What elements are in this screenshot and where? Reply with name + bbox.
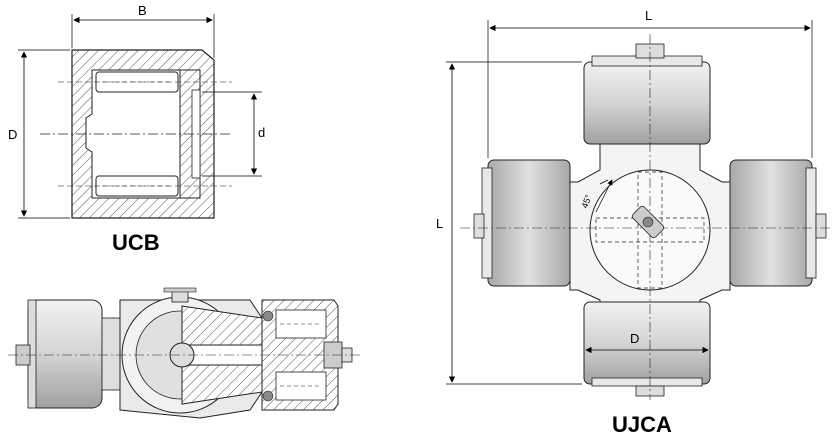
ujca-angle-label: 45° — [580, 193, 594, 210]
ujca-title: UJCA — [612, 412, 672, 437]
ujca-bottom-cup — [583, 301, 711, 385]
ujca-right-cup — [729, 159, 813, 287]
ujca-dim-D: D — [630, 331, 639, 346]
ujca-top-cup — [583, 61, 711, 145]
ujca-dim-L-vertical: L — [436, 216, 443, 231]
ucb-drawing: B D d UCB — [8, 3, 265, 255]
ujca-dim-L-horizontal: L — [645, 8, 652, 23]
assembly-view — [8, 287, 360, 419]
ucb-dim-D: D — [8, 127, 17, 142]
ujca-drawing: 45° L L D UJCA — [436, 8, 832, 437]
ujca-left-cup — [487, 159, 571, 287]
assembly-left-cup — [27, 299, 103, 409]
ucb-dim-B: B — [138, 3, 147, 18]
ucb-title: UCB — [112, 230, 160, 255]
ucb-dim-d: d — [258, 125, 265, 140]
